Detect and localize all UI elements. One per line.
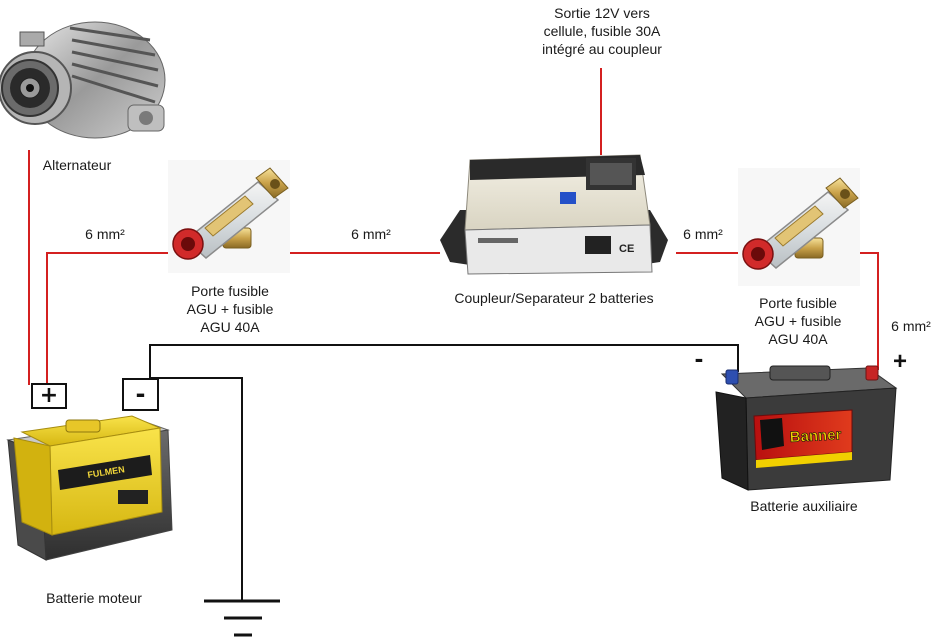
wire-engine-plus-to-fuse-left [46,252,172,385]
wire-fuse-right-to-aux-plus [858,252,879,370]
ground-symbol-icon [204,599,280,637]
aux-minus-terminal: - [694,343,704,373]
engine-minus-terminal: - [122,378,159,411]
positive-wires [28,68,879,385]
fuse-right-label: Porte fusible AGU + fusible AGU 40A [754,295,842,347]
fuse-holder-right-icon [738,168,860,286]
wire-gauge-left: 6 mm² [85,226,125,242]
aux-battery-icon: Banner [715,365,898,491]
wire-gauge-mid: 6 mm² [351,226,391,242]
fuse-holder-left-icon [168,160,290,273]
alternator-icon [0,21,166,139]
coupler-label: Coupleur/Separateur 2 batteries [454,290,654,306]
coupler-ce-mark: CE [619,243,634,255]
aux-battery-label: Batterie auxiliaire [750,498,858,514]
wire-engine-minus-to-ground [150,377,243,600]
wire-gauge-far-right: 6 mm² [891,318,931,334]
engine-battery-label: Batterie moteur [46,590,142,606]
wire-gauge-right: 6 mm² [683,226,723,242]
engine-battery-icon: FULMEN [6,415,173,561]
fuse-left-label: Porte fusible AGU + fusible AGU 40A [186,283,274,335]
wire-engine-minus-to-aux-minus [149,344,739,380]
aux-battery-brand: Banner [789,426,842,446]
output-label: Sortie 12V vers cellule, fusible 30A int… [542,5,662,57]
engine-plus-terminal: + [31,383,67,409]
negative-wires [149,344,739,600]
aux-plus-terminal: + [892,348,907,375]
alternator-label: Alternateur [42,157,112,173]
battery-coupler-icon: CE [440,154,668,275]
